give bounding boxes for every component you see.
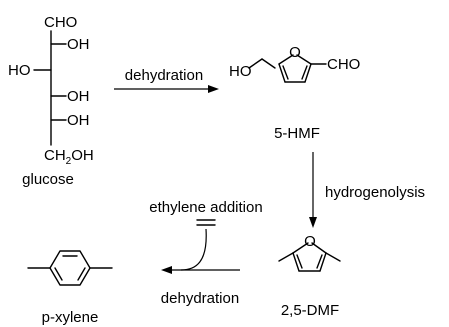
hmf-ring-c5-o-bond [296,54,312,65]
hmf-ring-double-bond-b [301,65,308,80]
glucose-name: glucose [22,171,74,188]
hmf-structure: HO O CHO [229,44,360,83]
step2-label: hydrogenolysis [325,184,425,201]
hmf-ring-o-label: O [289,44,301,61]
hmf-ch2-bond-b [261,58,276,69]
hmf-ch2-bond-a [248,58,263,69]
glucose-c5-oh-label: OH [67,112,90,129]
hmf-ring-c2-c3-bond [278,63,286,83]
dmf-ring-c4-c5-bond [319,252,327,272]
arrow-dmf-to-pxylene [161,228,240,274]
glucose-ch2oh-label: CH2OH [44,147,94,167]
hmf-ring-c4-c5-bond [304,63,312,83]
pxylene-name: p-xylene [42,309,99,326]
glucose-c4-oh-label: OH [67,88,90,105]
pxylene-structure [27,250,113,286]
dmf-methyl-left-bond [278,252,294,262]
hmf-name: 5-HMF [274,125,320,142]
dmf-ring-double-bond-a [296,254,303,269]
glucose-c3-ho-label: HO [8,62,31,79]
dmf-structure: O [278,233,341,272]
arrow-hmf-to-dmf [309,152,317,228]
hmf-ring-double-bond-a [282,65,289,80]
dmf-ring-c5-o-bond [311,242,327,254]
hmf-ho-label: HO [229,63,252,80]
dmf-ring-c2-c3-bond [292,252,300,272]
hmf-cho-label: CHO [327,56,360,73]
step3-reagent-label: ethylene addition [149,199,262,216]
step3-label: dehydration [161,290,239,307]
dmf-ring-o-c2-bond [292,242,309,254]
benzene-double-bond-c [54,267,63,281]
step1-label: dehydration [125,67,203,84]
dmf-methyl-right-bond [325,252,341,262]
benzene-double-bond-b [77,267,86,281]
ethylene-symbol [196,219,216,226]
dmf-name: 2,5-DMF [281,302,339,319]
hmf-ring-o-c2-bond [278,54,294,65]
dmf-ring-double-bond-b [316,254,323,269]
arrow-glucose-to-hmf [114,85,219,93]
glucose-structure: CHO OH HO OH OH CH2OH [8,14,94,167]
glucose-c2-oh-label: OH [67,36,90,53]
dmf-ring-o-label: O [304,233,316,250]
glucose-aldehyde-label: CHO [44,14,77,31]
